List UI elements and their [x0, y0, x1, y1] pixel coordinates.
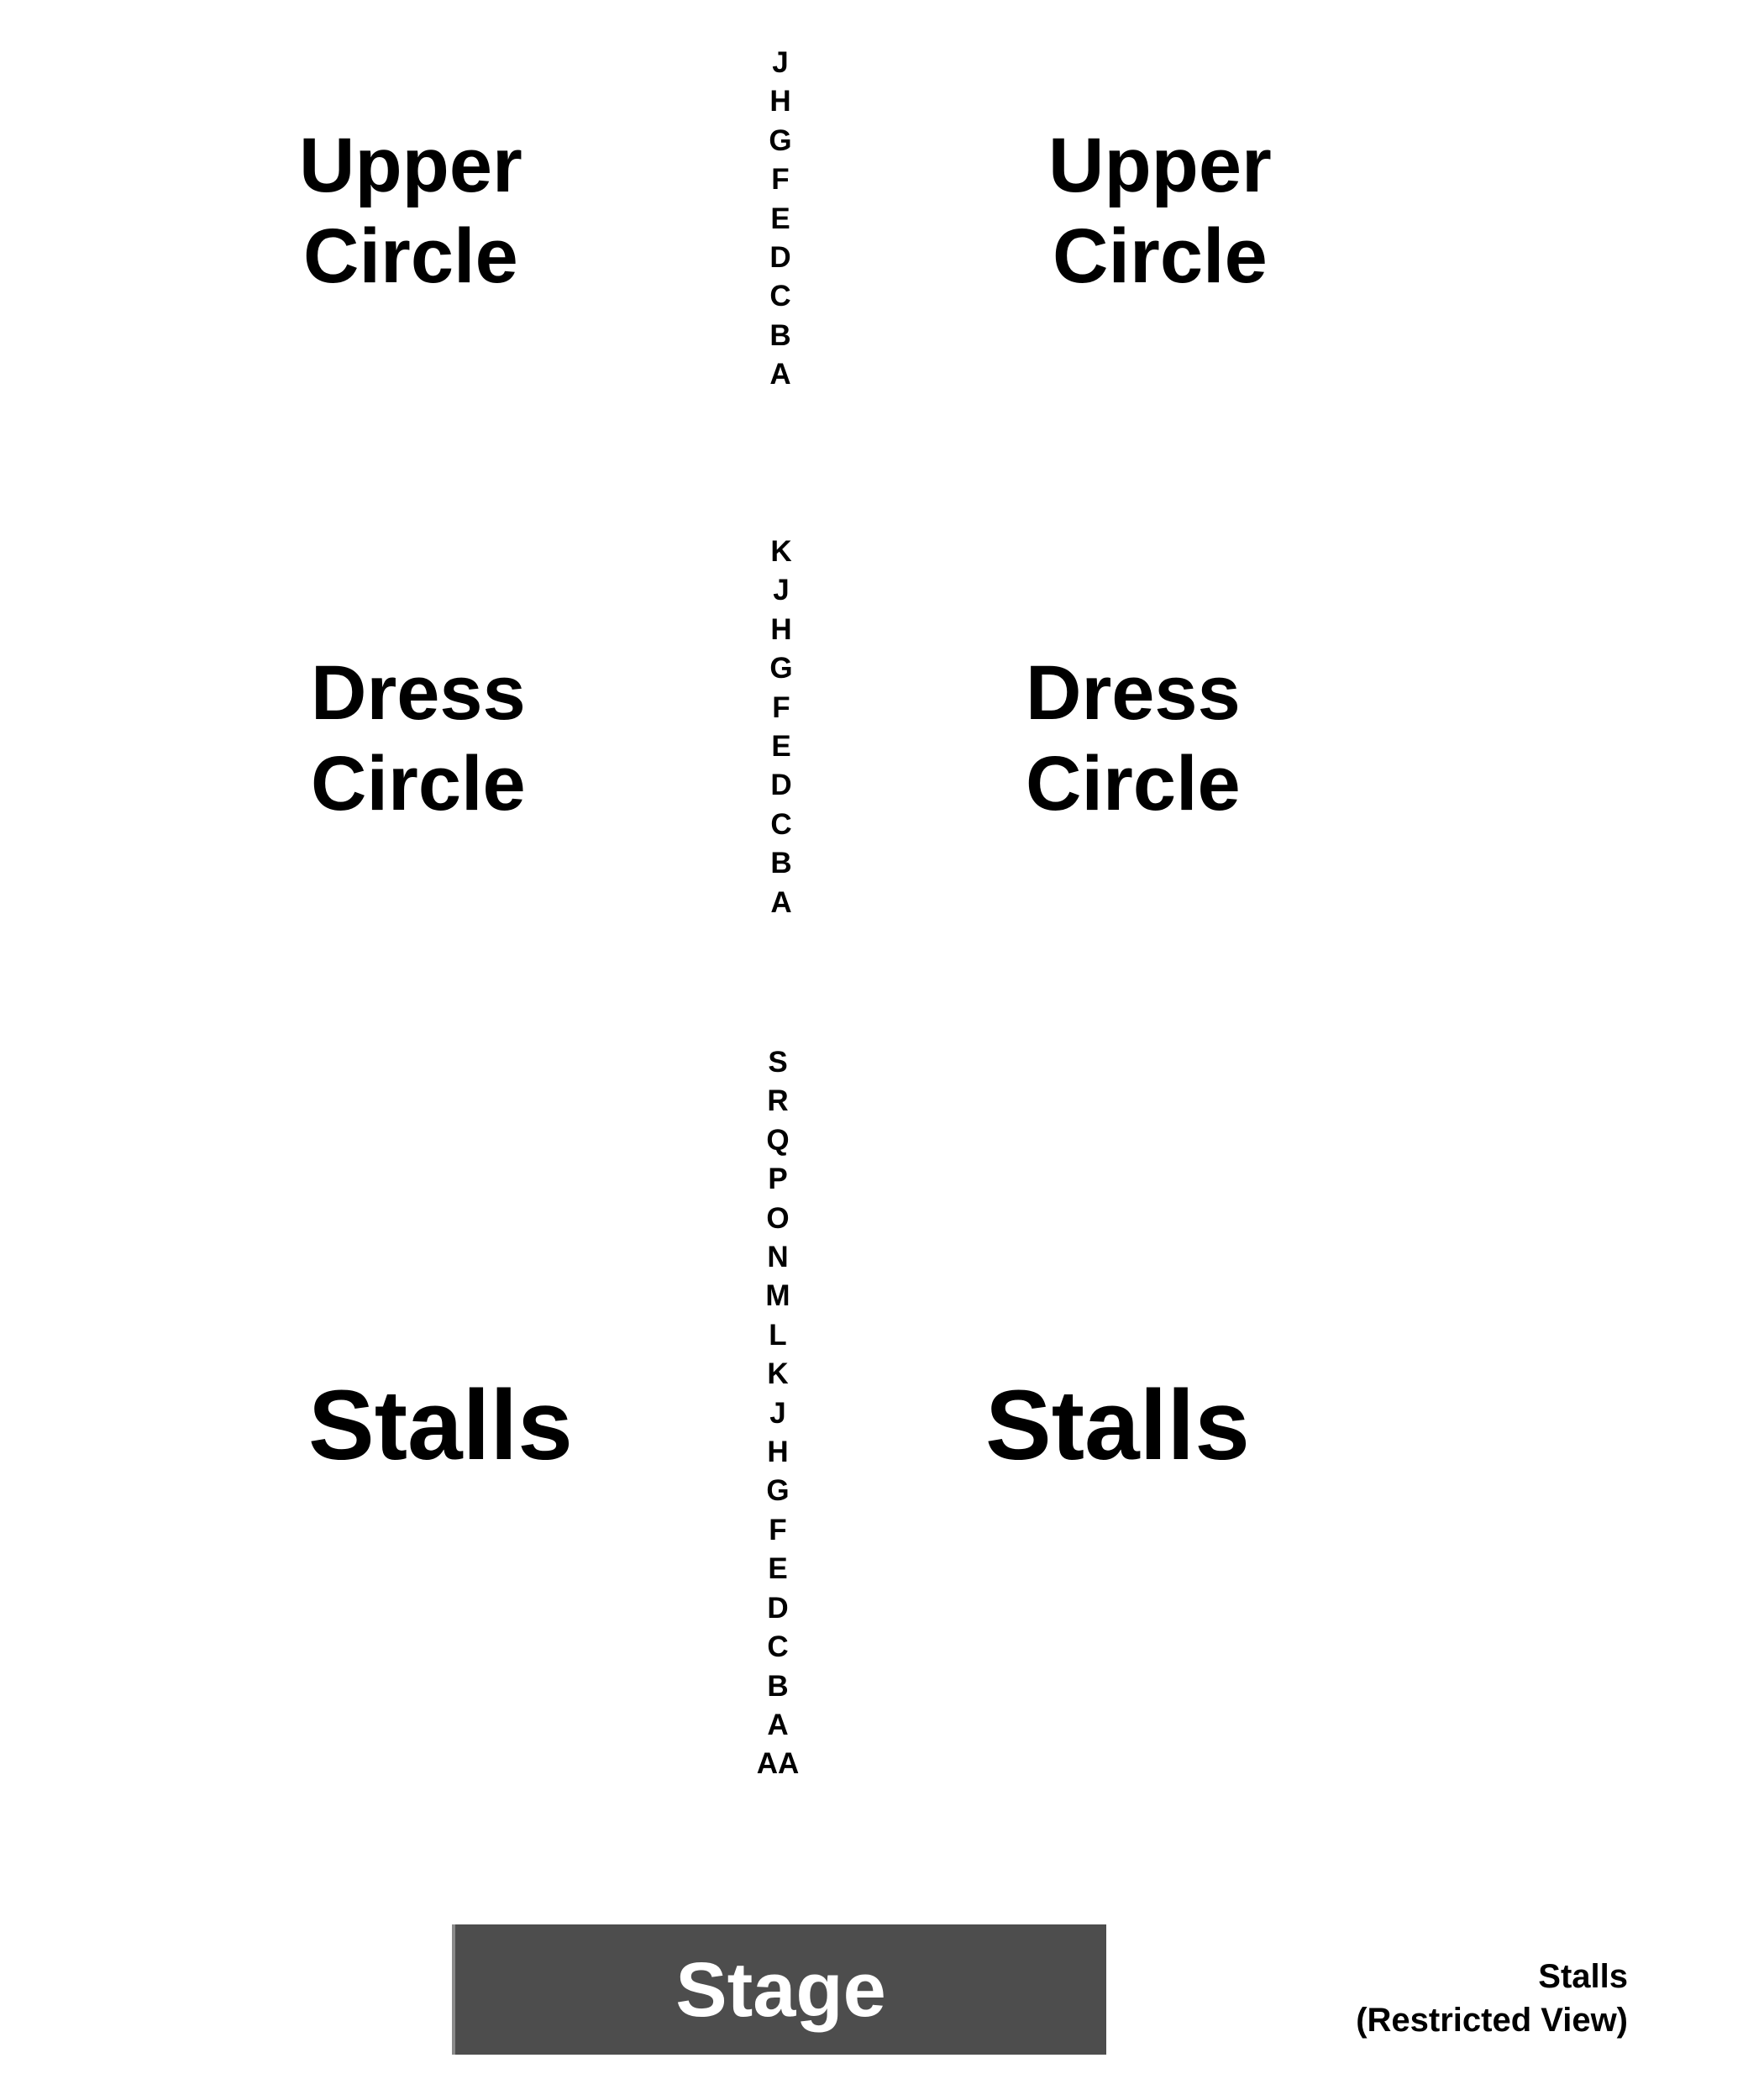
stalls-row-label: Q: [766, 1123, 790, 1157]
stalls-row-label: P: [768, 1163, 788, 1196]
stalls-row-label: F: [769, 1513, 787, 1546]
stalls-row-label: K: [767, 1357, 789, 1391]
upper-circle-row-labels: J H G F E D C B A: [759, 44, 801, 395]
dress-circle-row-label: G: [769, 652, 793, 685]
upper-circle-row-label: H: [769, 85, 791, 118]
stalls-row-label: M: [765, 1279, 790, 1313]
stalls-row-label: A: [767, 1708, 789, 1741]
upper-circle-right-label-line1: Upper: [1048, 123, 1272, 208]
stalls-row-label: E: [768, 1552, 788, 1586]
stage: Stage: [452, 1924, 1106, 2055]
upper-circle-row-label: J: [772, 46, 789, 79]
stalls-left-label-text: Stalls: [308, 1370, 573, 1481]
stalls-row-label: D: [767, 1591, 789, 1625]
upper-circle-row-label: E: [770, 202, 790, 235]
dress-circle-row-label: J: [773, 574, 790, 607]
upper-circle-row-label: G: [769, 123, 792, 157]
dress-circle-row-label: C: [770, 807, 792, 841]
dress-circle-row-label: B: [770, 847, 792, 880]
dress-circle-left-label-line2: Circle: [311, 740, 526, 827]
legend-line2: (Restricted View): [1356, 2002, 1628, 2039]
upper-circle-right-label-line2: Circle: [1053, 213, 1268, 299]
upper-circle-row-label: A: [769, 358, 791, 391]
stalls-right-label: Stalls: [985, 1368, 1250, 1483]
dress-circle-row-label: A: [770, 885, 792, 919]
stalls-left-label: Stalls: [308, 1368, 573, 1483]
stalls-row-label: L: [769, 1318, 787, 1352]
dress-circle-left-label: Dress Circle: [311, 648, 526, 829]
stalls-row-label: S: [768, 1046, 788, 1079]
dress-circle-left-label-line1: Dress: [311, 650, 526, 736]
stalls-row-label: R: [767, 1084, 789, 1118]
dress-circle-right-label-line1: Dress: [1026, 650, 1241, 736]
stalls-row-label: H: [767, 1436, 789, 1469]
dress-circle-row-label: K: [770, 535, 792, 568]
upper-circle-row-label: C: [769, 280, 791, 313]
stalls-row-label: B: [767, 1669, 789, 1703]
upper-circle-left-label-line1: Upper: [299, 123, 522, 208]
stalls-right-label-text: Stalls: [985, 1370, 1250, 1481]
upper-circle-left-label: Upper Circle: [299, 121, 522, 302]
stalls-row-label: C: [767, 1630, 789, 1664]
upper-circle-row-label: D: [769, 241, 791, 275]
stalls-row-label: G: [766, 1474, 790, 1508]
upper-circle-left-label-line2: Circle: [303, 213, 518, 299]
stage-label: Stage: [675, 1946, 886, 2033]
restricted-view-legend: Stalls (Restricted View): [1356, 1955, 1628, 2042]
stalls-row-label: O: [766, 1201, 790, 1235]
stalls-row-label: AA: [756, 1747, 800, 1781]
stalls-row-label: J: [769, 1396, 786, 1430]
upper-circle-right-label: Upper Circle: [1048, 121, 1272, 302]
legend-line1: Stalls: [1538, 1958, 1628, 1995]
stalls-row-labels: S R Q P O N M L K J H G F E D C B A AA: [744, 1043, 811, 1784]
dress-circle-right-label-line2: Circle: [1026, 740, 1241, 827]
dress-circle-row-label: E: [771, 730, 791, 764]
dress-circle-row-label: H: [770, 612, 792, 646]
stalls-row-label: N: [767, 1241, 789, 1274]
upper-circle-row-label: B: [769, 318, 791, 352]
dress-circle-right-label: Dress Circle: [1026, 648, 1241, 829]
upper-circle-row-label: F: [771, 163, 790, 197]
dress-circle-row-labels: K J H G F E D C B A: [760, 533, 802, 922]
dress-circle-row-label: F: [772, 690, 790, 724]
dress-circle-row-label: D: [770, 769, 792, 802]
